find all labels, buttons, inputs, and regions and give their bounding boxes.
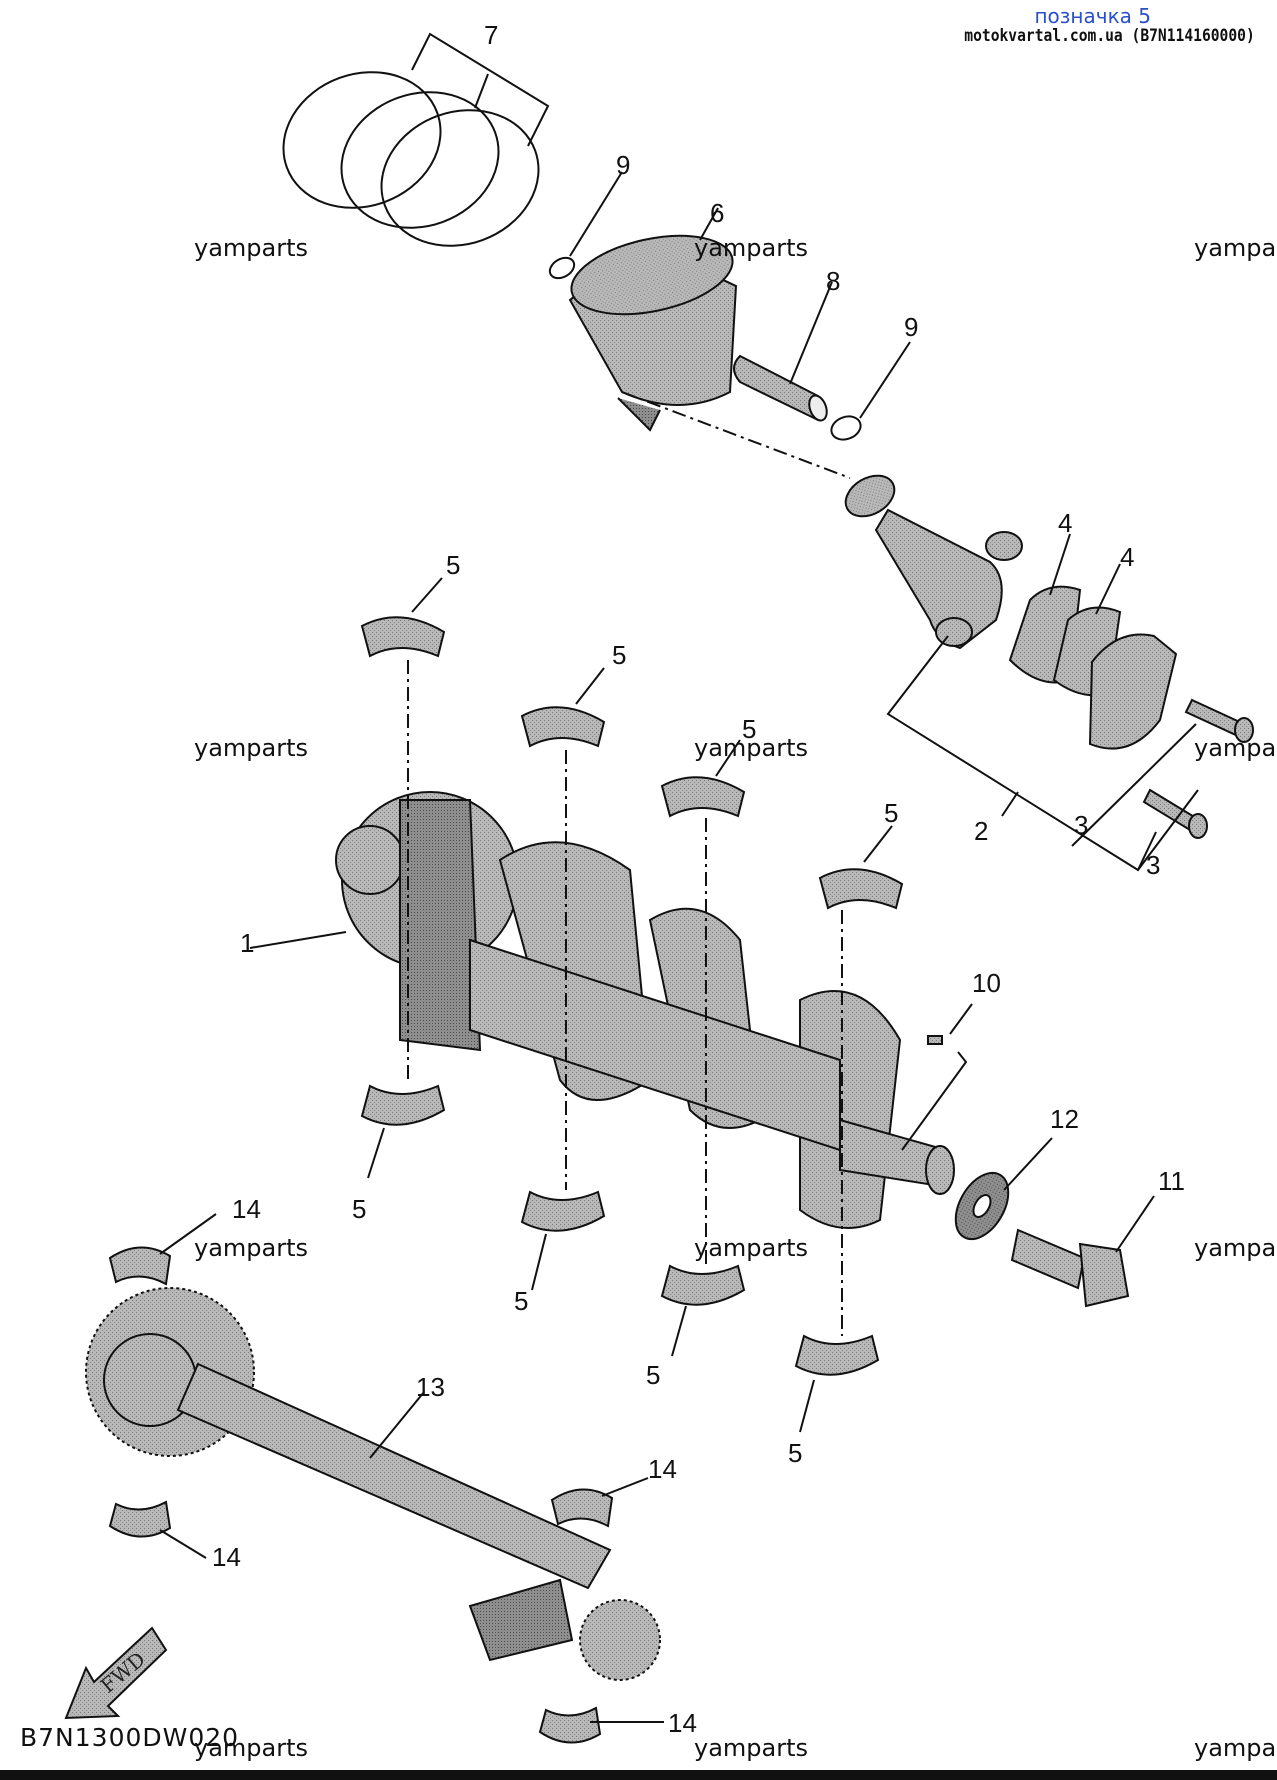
callout-7: 7 — [484, 20, 498, 50]
callout-9-left: 9 — [616, 150, 630, 180]
connecting-rod-cap — [1088, 633, 1178, 750]
watermark: yamparts — [1194, 234, 1277, 262]
watermark: yamparts — [1194, 1234, 1277, 1262]
woodruff-key — [927, 1035, 943, 1045]
balancer-shaft — [85, 1287, 661, 1681]
callout-1: 1 — [240, 928, 254, 958]
callout-11: 11 — [1158, 1166, 1185, 1196]
callout-5-bottom-3: 5 — [646, 1360, 660, 1390]
callout-14-a: 14 — [232, 1194, 261, 1224]
callout-5-top-4: 5 — [884, 798, 898, 828]
watermark: yamparts — [194, 734, 309, 762]
callout-3-lower: 3 — [1146, 850, 1160, 880]
callout-5-bottom-4: 5 — [788, 1438, 802, 1468]
callout-8: 8 — [826, 266, 840, 296]
source-reference: motokvartal.com.ua (B7N114160000) — [964, 26, 1255, 46]
crankshaft-bolt — [1010, 1228, 1130, 1308]
callout-5-top-2: 5 — [612, 640, 626, 670]
watermark: yamparts — [694, 1734, 809, 1762]
callout-4-upper: 4 — [1058, 508, 1072, 538]
callout-12: 12 — [1050, 1104, 1079, 1134]
callout-14-d: 14 — [668, 1708, 697, 1738]
watermark: yamparts — [694, 1234, 809, 1262]
bottom-border — [0, 1770, 1277, 1780]
callout-14-c: 14 — [648, 1454, 677, 1484]
callout-13: 13 — [416, 1372, 445, 1402]
callout-2: 2 — [974, 816, 988, 846]
piston-pin-clip-right — [830, 415, 862, 441]
watermark: yamparts — [1194, 734, 1277, 762]
watermark: yamparts — [1194, 1734, 1277, 1762]
connecting-rod-bolts — [1142, 698, 1254, 839]
callout-10: 10 — [972, 968, 1001, 998]
piston — [568, 234, 738, 432]
callout-14-b: 14 — [212, 1542, 241, 1572]
forward-direction-arrow — [64, 1626, 168, 1720]
balancer-bearing-shells[interactable] — [108, 1246, 614, 1744]
watermark: yamparts — [194, 1734, 309, 1762]
watermark: yamparts — [194, 1234, 309, 1262]
connecting-rod — [844, 474, 1023, 650]
callout-5-bottom-2: 5 — [514, 1286, 528, 1316]
callout-5-top-3: 5 — [742, 714, 756, 744]
watermark: yamparts — [694, 234, 809, 262]
crankshaft — [335, 791, 955, 1229]
callout-9-right: 9 — [904, 312, 918, 342]
callout-3-upper: 3 — [1074, 810, 1088, 840]
main-bearing-shells[interactable] — [360, 616, 904, 1376]
diagram-tag-label: позначка 5 — [1034, 4, 1151, 28]
callout-4-lower: 4 — [1120, 542, 1134, 572]
piston-pin — [733, 354, 828, 422]
callout-5-top-1: 5 — [446, 550, 460, 580]
watermark: yamparts — [694, 734, 809, 762]
piston-pin-clip-left — [548, 256, 576, 280]
piston-rings — [282, 32, 550, 247]
callout-6: 6 — [710, 198, 724, 228]
callout-5-bottom-1: 5 — [352, 1194, 366, 1224]
diagram-code: B7N1300DW020 — [20, 1723, 240, 1752]
watermark: yamparts — [194, 234, 309, 262]
